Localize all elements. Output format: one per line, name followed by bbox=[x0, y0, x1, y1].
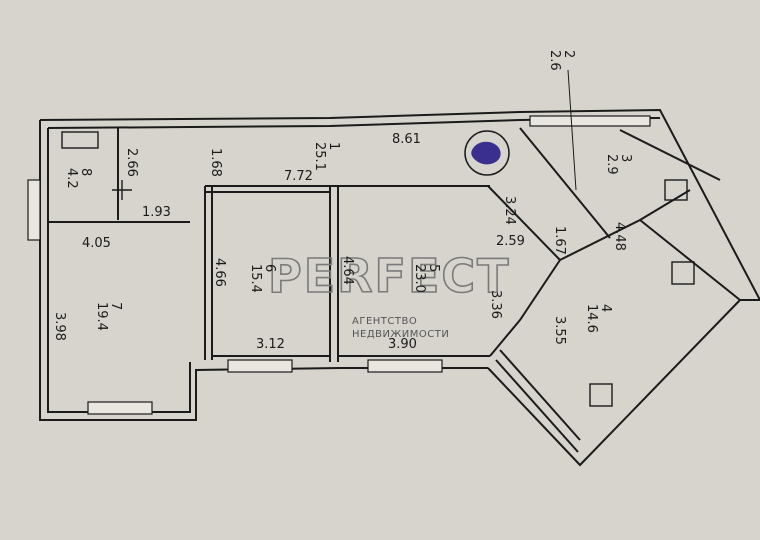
dimension-label: 2.59 bbox=[496, 234, 525, 249]
dimension-label: 1.93 bbox=[142, 205, 171, 220]
room-1-label: 1 25.1 bbox=[312, 142, 341, 171]
dimension-label: 4.48 bbox=[612, 222, 627, 251]
dimension-labels: 8.61 2.66 1.68 7.72 1.93 4.05 3.98 4.66 … bbox=[52, 132, 627, 352]
dimension-label: 3.90 bbox=[388, 337, 417, 352]
dimension-label: 8.61 bbox=[392, 132, 421, 147]
room-number: 1 bbox=[326, 142, 341, 150]
room-area: 14.6 bbox=[584, 304, 599, 333]
room-number: 4 bbox=[598, 304, 613, 312]
dimension-label: 3.36 bbox=[488, 290, 503, 319]
dimension-label: 1.68 bbox=[208, 148, 223, 177]
dimension-label: 2.66 bbox=[124, 148, 139, 177]
dimension-label: 1.67 bbox=[552, 226, 567, 255]
ink-stamp bbox=[464, 130, 510, 176]
room-4-label: 4 14.6 bbox=[584, 304, 613, 333]
room-area: 2.6 bbox=[547, 50, 562, 71]
dimension-label: 7.72 bbox=[284, 169, 313, 184]
room-area: 25.1 bbox=[312, 142, 327, 171]
room-number: 2 bbox=[561, 50, 576, 58]
dimension-label: 3.24 bbox=[502, 196, 517, 225]
dimension-label: 4.05 bbox=[82, 236, 111, 251]
room-8-label: 8 4.2 bbox=[64, 168, 93, 189]
room-area: 2.9 bbox=[604, 154, 619, 175]
room-number: 8 bbox=[78, 168, 93, 176]
dimension-label: 3.12 bbox=[256, 337, 285, 352]
interior-walls bbox=[48, 117, 741, 441]
watermark: PERFECT АГЕНТСТВО НЕДВИЖИМОСТИ bbox=[267, 248, 511, 340]
room-number: 7 bbox=[108, 302, 123, 310]
dimension-label: 3.55 bbox=[552, 316, 567, 345]
watermark-brand: PERFECT bbox=[268, 249, 511, 303]
room-area: 19.4 bbox=[94, 302, 109, 331]
room-6-label: 6 15.4 bbox=[248, 264, 277, 293]
room-5-label: 5 23.0 bbox=[412, 264, 441, 293]
room-number: 6 bbox=[262, 264, 277, 272]
room-2-leader bbox=[567, 69, 577, 191]
dimension-label: 4.66 bbox=[212, 258, 227, 287]
windows bbox=[27, 115, 651, 415]
dimension-label: 3.98 bbox=[52, 312, 67, 341]
dimension-label: 4.64 bbox=[340, 256, 355, 285]
fixtures bbox=[61, 131, 695, 407]
room-3-label: 3 2.9 bbox=[604, 154, 633, 175]
room-area: 4.2 bbox=[64, 168, 79, 189]
room-area: 15.4 bbox=[248, 264, 263, 293]
room-7-label: 7 19.4 bbox=[94, 302, 123, 331]
room-number: 3 bbox=[618, 154, 633, 162]
room-2-label: 2 2.6 bbox=[547, 50, 576, 71]
watermark-line1: АГЕНТСТВО bbox=[352, 316, 417, 327]
watermark-line2: НЕДВИЖИМОСТИ bbox=[352, 329, 449, 340]
room-area: 23.0 bbox=[412, 264, 427, 293]
room-number: 5 bbox=[426, 264, 441, 272]
